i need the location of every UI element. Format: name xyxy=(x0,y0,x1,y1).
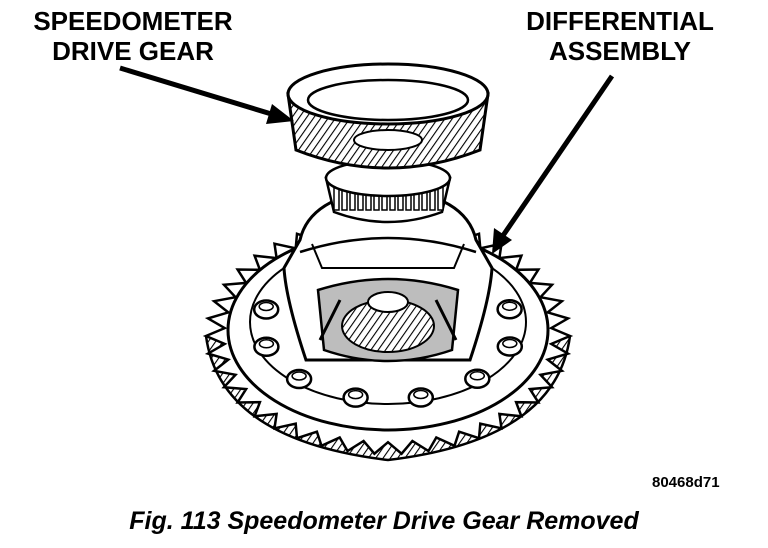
bolt-head xyxy=(342,387,369,408)
bolt-head xyxy=(407,387,435,408)
differential-case xyxy=(282,186,494,363)
bolt-head xyxy=(252,299,280,320)
bolt-head xyxy=(285,368,313,390)
differential-label-line1: DIFFERENTIAL xyxy=(526,6,714,36)
speedometer-drive-gear-label: SPEEDOMETER DRIVE GEAR xyxy=(8,6,258,66)
speedometer-drive-gear xyxy=(286,62,490,170)
differential-assembly-label: DIFFERENTIAL ASSEMBLY xyxy=(500,6,740,66)
speedometer-label-line2: DRIVE GEAR xyxy=(52,36,214,66)
bolt-head xyxy=(253,336,280,358)
figure-reference-code: 80468d71 xyxy=(652,474,720,491)
bolt-head xyxy=(496,336,524,357)
bolt-head xyxy=(496,298,523,320)
speedometer-label-line1: SPEEDOMETER xyxy=(33,6,233,36)
differential-label-line2: ASSEMBLY xyxy=(548,36,692,66)
leader-arrow-speedometer xyxy=(119,65,294,124)
leader-arrow-differential xyxy=(492,74,615,254)
figure-caption: Fig. 113 Speedometer Drive Gear Removed xyxy=(129,507,639,535)
bolt-head xyxy=(464,368,491,390)
carrier-bearing xyxy=(324,158,452,224)
